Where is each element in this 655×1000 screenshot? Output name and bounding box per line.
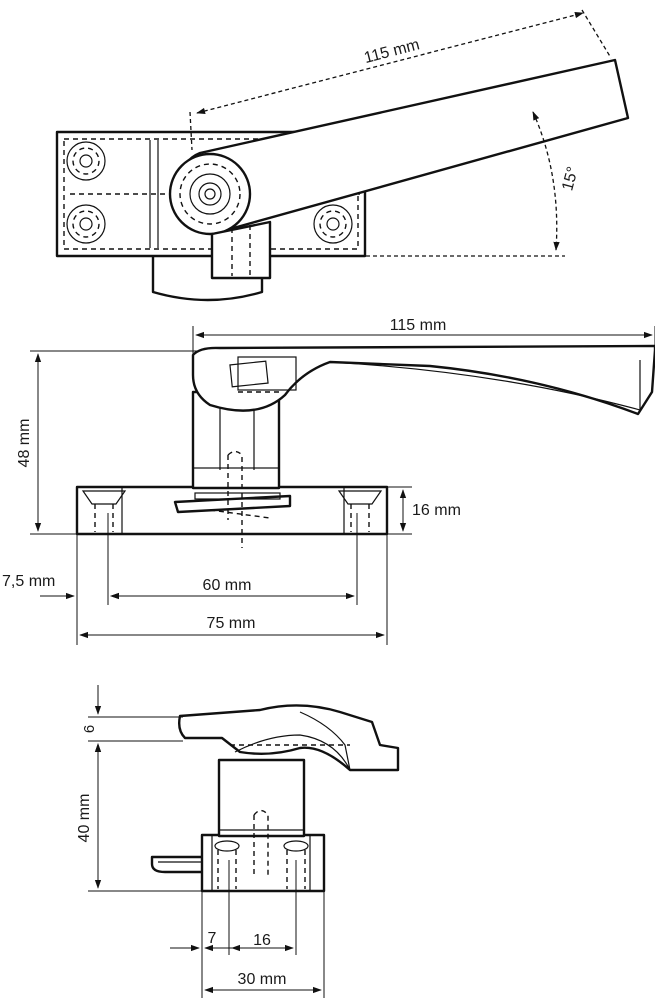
top-view-screw-hole: [66, 204, 106, 244]
end-view-screw-hole: [283, 840, 309, 889]
end-view-spacing-label: 16: [253, 932, 271, 949]
end-view-offset-label: 7: [208, 930, 217, 947]
end-view: 6 40 mm 7 16 30 mm: [76, 685, 400, 998]
top-view-length-extension: [581, 9, 612, 59]
top-view-screw-hole: [313, 204, 353, 244]
top-view-length-extension: [189, 111, 193, 151]
top-view-knob: [151, 253, 264, 302]
top-view: 115 mm 15°: [55, 9, 630, 302]
side-view-hole-spacing-label: 60 mm: [203, 577, 252, 594]
top-view-hub: [168, 152, 252, 236]
top-view-screw-hole: [66, 141, 106, 181]
end-view-handle: [177, 704, 400, 772]
end-view-thickness-label: 6: [81, 725, 98, 733]
end-view-stem: [217, 758, 306, 838]
top-view-angle-arc: [532, 111, 560, 251]
top-view-angle-label: 15°: [559, 165, 582, 193]
end-view-screw-hole: [214, 840, 240, 889]
side-view-lever: [191, 344, 655, 416]
side-view-length-label: 115 mm: [390, 317, 447, 334]
side-view-base-length-label: 75 mm: [207, 615, 256, 632]
side-view-offset-label: 7,5 mm: [2, 573, 55, 590]
top-view-length-dimension-line: [196, 11, 584, 115]
side-view: 48 mm 115 mm 16 mm 7,5 mm 60 mm 75 mm: [2, 317, 655, 645]
end-view-base-block: [200, 833, 326, 893]
side-view-height-label: 48 mm: [16, 419, 33, 468]
end-view-width-label: 30 mm: [238, 971, 287, 988]
side-view-latch: [173, 494, 292, 514]
side-view-screw-hole: [337, 490, 383, 532]
top-view-length-label: 115 mm: [362, 36, 421, 67]
side-view-screw-hole: [81, 490, 127, 532]
side-view-base-height-label: 16 mm: [412, 502, 461, 519]
end-view-height-label: 40 mm: [76, 794, 93, 843]
